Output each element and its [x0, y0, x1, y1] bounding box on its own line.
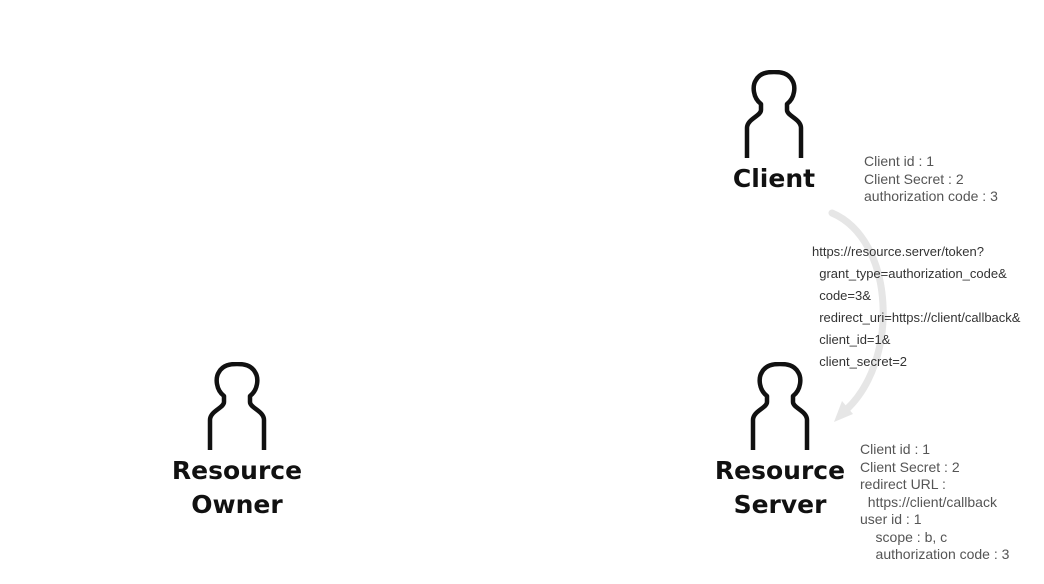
- client-info-line: Client id : 1: [864, 153, 935, 169]
- token-request-line: redirect_uri=https://client/callback&: [812, 310, 1021, 325]
- token-request-line: client_secret=2: [812, 354, 908, 369]
- server-info-line: redirect URL :: [860, 476, 946, 492]
- person-icon: [207, 362, 267, 450]
- person-icon: [750, 362, 810, 450]
- server-info-line: Client Secret : 2: [860, 458, 960, 475]
- token-request-line: grant_type=authorization_code&: [812, 266, 1007, 281]
- client-info-line: authorization code : 3: [864, 188, 998, 204]
- client-info-note: Client id : 1 Client Secret : 2 authoriz…: [864, 153, 998, 206]
- resource-owner-actor: Resource Owner: [167, 362, 307, 522]
- token-request-line: client_id=1&: [812, 332, 891, 347]
- client-actor: Client: [724, 70, 824, 196]
- person-icon: [744, 70, 804, 158]
- server-info-line: Client id : 1: [860, 441, 931, 457]
- server-info-note: Client id : 1 Client Secret : 2 redirect…: [860, 441, 1009, 564]
- token-request-line: https://resource.server/token?: [812, 244, 984, 259]
- server-info-line: https://client/callback: [860, 493, 997, 510]
- resource-owner-label: Resource Owner: [171, 456, 303, 519]
- server-info-line: scope : b, c: [860, 528, 948, 545]
- token-request-line: code=3&: [812, 288, 871, 303]
- client-info-line: Client Secret : 2: [864, 170, 964, 187]
- client-label: Client: [732, 164, 816, 193]
- server-info-line: authorization code : 3: [860, 546, 1010, 562]
- resource-server-label: Resource Server: [714, 456, 846, 519]
- token-request-note: https://resource.server/token? grant_typ…: [812, 241, 1020, 373]
- resource-server-actor: Resource Server: [710, 362, 850, 522]
- server-info-line: user id : 1: [860, 511, 922, 527]
